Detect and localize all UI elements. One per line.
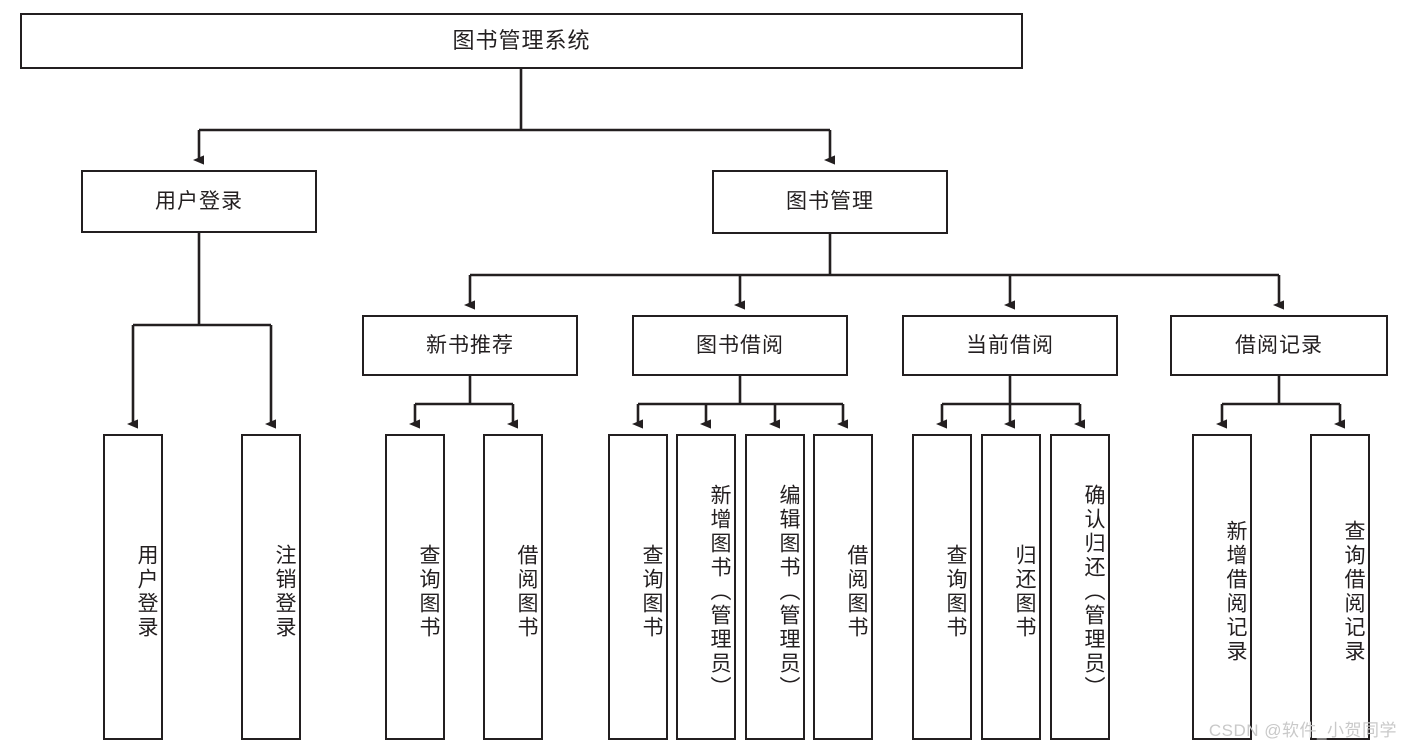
leaf-query-books-current[interactable]: 查询图书 [912, 434, 972, 740]
leaf-borrow-books[interactable]: 借阅图书 [813, 434, 873, 740]
node-label: 借阅图书 [515, 544, 538, 640]
node-label: 新增借阅记录 [1224, 520, 1247, 664]
leaf-add-book-admin[interactable]: 新增图书（管理员） [676, 434, 736, 740]
leaf-borrow-books-recommend[interactable]: 借阅图书 [483, 434, 543, 740]
node-label: 用户登录 [135, 544, 158, 640]
node-label: 归还图书 [1013, 544, 1036, 640]
leaf-return-books[interactable]: 归还图书 [981, 434, 1041, 740]
node-label: 图书借阅 [696, 333, 784, 357]
node-new-book-recommend[interactable]: 新书推荐 [362, 315, 578, 376]
node-label: 查询图书 [944, 544, 967, 640]
node-label: 新书推荐 [426, 333, 514, 357]
leaf-add-borrow-record[interactable]: 新增借阅记录 [1192, 434, 1252, 740]
node-label: 用户登录 [155, 189, 243, 213]
node-label: 确认归还（管理员） [1082, 484, 1105, 700]
node-root-system[interactable]: 图书管理系统 [20, 13, 1023, 69]
node-label: 新增图书（管理员） [708, 484, 731, 700]
leaf-user-login[interactable]: 用户登录 [103, 434, 163, 740]
leaf-query-books-borrow[interactable]: 查询图书 [608, 434, 668, 740]
leaf-query-borrow-record[interactable]: 查询借阅记录 [1310, 434, 1370, 740]
node-label: 图书管理系统 [452, 27, 591, 53]
leaf-query-books-recommend[interactable]: 查询图书 [385, 434, 445, 740]
node-book-management[interactable]: 图书管理 [712, 170, 948, 234]
watermark-text: CSDN @软件_小贺同学 [1208, 721, 1397, 740]
node-label: 注销登录 [273, 544, 296, 640]
node-user-login[interactable]: 用户登录 [81, 170, 317, 233]
leaf-edit-book-admin[interactable]: 编辑图书（管理员） [745, 434, 805, 740]
node-label: 当前借阅 [966, 333, 1054, 357]
node-label: 查询图书 [417, 544, 440, 640]
node-current-borrow[interactable]: 当前借阅 [902, 315, 1118, 376]
leaf-confirm-return-admin[interactable]: 确认归还（管理员） [1050, 434, 1110, 740]
node-borrow-records[interactable]: 借阅记录 [1170, 315, 1388, 376]
node-label: 图书管理 [786, 190, 874, 214]
node-label: 查询图书 [640, 544, 663, 640]
node-label: 编辑图书（管理员） [777, 484, 800, 700]
node-label: 借阅图书 [845, 544, 868, 640]
node-book-borrow[interactable]: 图书借阅 [632, 315, 848, 376]
node-label: 查询借阅记录 [1342, 520, 1365, 664]
leaf-logout[interactable]: 注销登录 [241, 434, 301, 740]
node-label: 借阅记录 [1235, 333, 1323, 357]
